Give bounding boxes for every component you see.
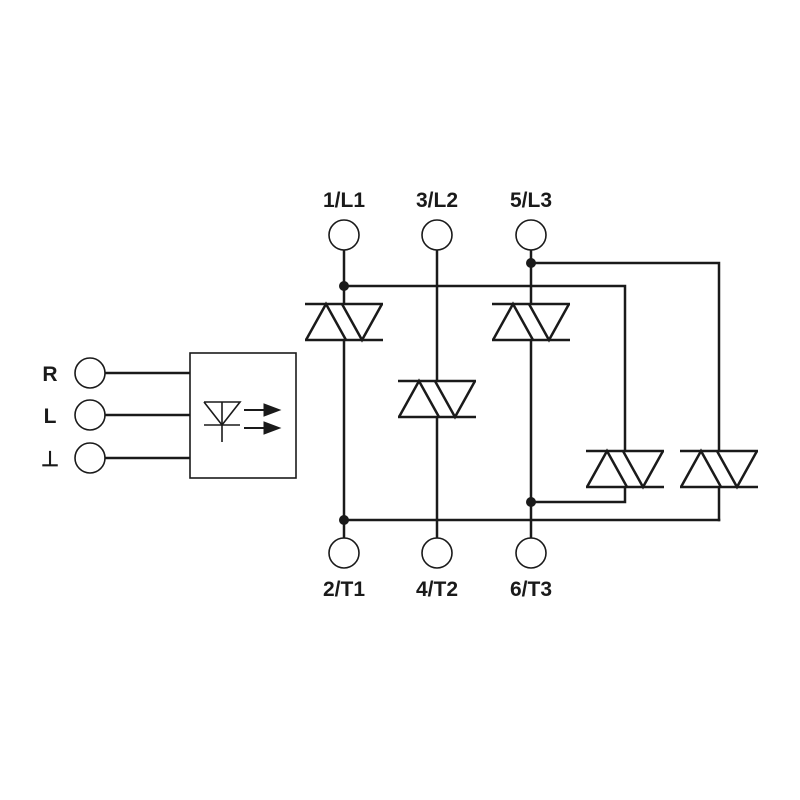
terminal-4-t2: [421, 537, 453, 569]
triac-icon: [583, 448, 667, 490]
junction-dot: [339, 515, 349, 525]
label-1-l1: 1/L1: [323, 189, 365, 212]
wire-bypass-b: [529, 261, 721, 522]
label-2-t1: 2/T1: [323, 578, 365, 601]
terminal-3-l2: [421, 219, 453, 251]
optocoupler-icon: [203, 401, 282, 442]
terminal-1-l1: [328, 219, 360, 251]
labels-control: R L ⊥: [41, 363, 59, 471]
terminal-gnd: [74, 442, 106, 474]
label-3-l2: 3/L2: [416, 189, 458, 212]
triac-icon: [395, 378, 479, 420]
terminals-control: [74, 357, 106, 474]
junction-dot: [526, 497, 536, 507]
triac-icon: [302, 301, 386, 343]
label-r: R: [42, 363, 57, 386]
terminal-l: [74, 399, 106, 431]
terminal-6-t3: [515, 537, 547, 569]
control-box: [189, 352, 297, 479]
triac-icon: [489, 301, 573, 343]
label-gnd: ⊥: [41, 448, 59, 471]
terminals-bottom: [328, 537, 547, 569]
label-4-t2: 4/T2: [416, 578, 458, 601]
label-5-l3: 5/L3: [510, 189, 552, 212]
terminal-5-l3: [515, 219, 547, 251]
triac-icon: [677, 448, 761, 490]
junction-dot: [526, 258, 536, 268]
junction-dot: [339, 281, 349, 291]
label-6-t3: 6/T3: [510, 578, 552, 601]
terminal-2-t1: [328, 537, 360, 569]
terminal-r: [74, 357, 106, 389]
terminals-top: [328, 219, 547, 251]
labels-bottom: 2/T1 4/T2 6/T3: [323, 578, 552, 601]
label-l: L: [44, 405, 57, 428]
wires: [103, 248, 721, 542]
junctions: [339, 258, 536, 525]
control-module: [189, 352, 297, 479]
labels-top: 1/L1 3/L2 5/L3: [323, 189, 552, 212]
wire-bypass-a: [342, 284, 627, 504]
